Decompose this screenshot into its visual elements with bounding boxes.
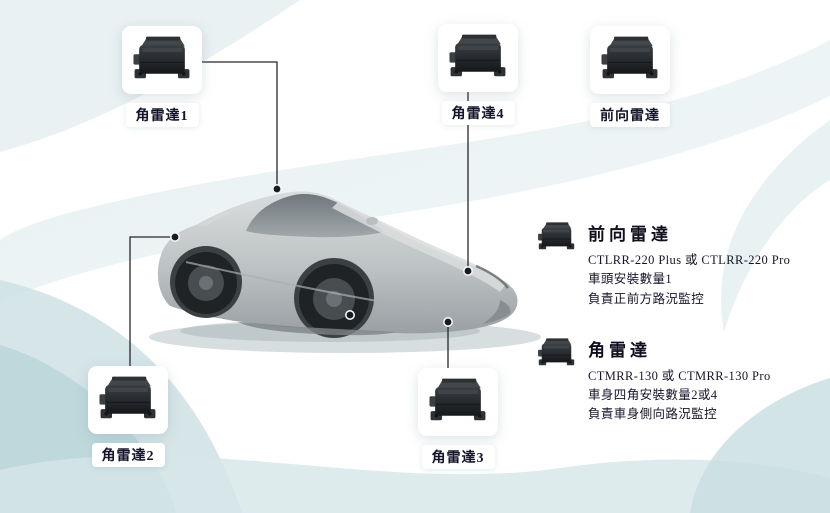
callout-corner-radar-2: 角雷達2 (88, 366, 168, 467)
callout-corner-radar-3: 角雷達3 (418, 368, 498, 469)
mount-point-dot-front-bumper (442, 316, 453, 327)
mount-point-dot-side-sill (344, 309, 355, 320)
radar-sensor-card (438, 24, 518, 92)
swoosh-bottom-right (690, 378, 830, 513)
car-rocker-shadow (238, 322, 396, 336)
swoosh-right (721, 120, 830, 332)
connector-corner-1 (196, 61, 278, 186)
car-side-crease (185, 261, 431, 311)
rear-wheel (175, 252, 237, 314)
car-mirror (366, 217, 378, 225)
radar-legend: 前向雷達 CTLRR-220 Plus 或 CTLRR-220 Pro 車頭安裝… (538, 220, 790, 426)
legend-installation: 車頭安裝數量1 (588, 272, 673, 287)
swoosh-bottom-wave (0, 455, 830, 513)
callout-corner-radar-1: 角雷達1 (122, 26, 202, 127)
callout-corner-radar-4: 角雷達4 (438, 24, 518, 125)
legend-title: 前向雷達 (588, 225, 672, 244)
legend-front-radar: 前向雷達 CTLRR-220 Plus 或 CTLRR-220 Pro 車頭安裝… (538, 220, 790, 310)
radar-sensor-icon (449, 34, 507, 82)
radar-sensor-icon (538, 220, 575, 253)
legend-title: 角雷達 (588, 340, 651, 360)
radar-label: 前向雷達 (590, 103, 670, 127)
connector-corner-2 (129, 236, 171, 371)
radar-sensor-icon (133, 36, 191, 84)
radar-label: 角雷達3 (421, 445, 495, 469)
mount-point-dot-front-fender (462, 265, 473, 276)
legend-corner-radar: 角雷達 CTMRR-130 或 CTMRR-130 Pro 車身四角安裝數量2或… (538, 336, 790, 426)
radar-sensor-card (590, 26, 670, 94)
legend-model: CTLRR-220 Plus 或 CTLRR-220 Pro (588, 253, 791, 267)
car-headlight (475, 264, 509, 289)
radar-sensor-icon (538, 336, 575, 369)
radar-sensor-card (418, 368, 498, 436)
car-canopy-glass (246, 194, 384, 238)
radar-sensor-card (122, 26, 202, 94)
radar-sensor-icon (601, 36, 659, 84)
legend-model: CTMRR-130 或 CTMRR-130 Pro (588, 368, 771, 383)
car-hood-highlight (332, 202, 506, 292)
radar-sensor-card (88, 366, 168, 434)
mount-point-dot-rear-left (170, 232, 181, 243)
radar-label: 角雷達1 (125, 103, 199, 127)
callout-front-radar: 前向雷達 (590, 26, 670, 127)
legend-duty: 負責車身側向路況監控 (588, 407, 718, 422)
legend-duty: 負責正前方路況監控 (588, 291, 705, 306)
radar-sensor-icon (99, 376, 157, 424)
car-front-intake (482, 300, 511, 324)
radar-label: 角雷達4 (441, 101, 515, 125)
car-rear-deck-highlight (196, 193, 294, 226)
radar-label: 角雷達2 (91, 443, 165, 467)
mount-point-dot-front-left (271, 184, 282, 195)
radar-sensor-icon (429, 378, 487, 426)
legend-installation: 車身四角安裝數量2或4 (588, 388, 718, 402)
